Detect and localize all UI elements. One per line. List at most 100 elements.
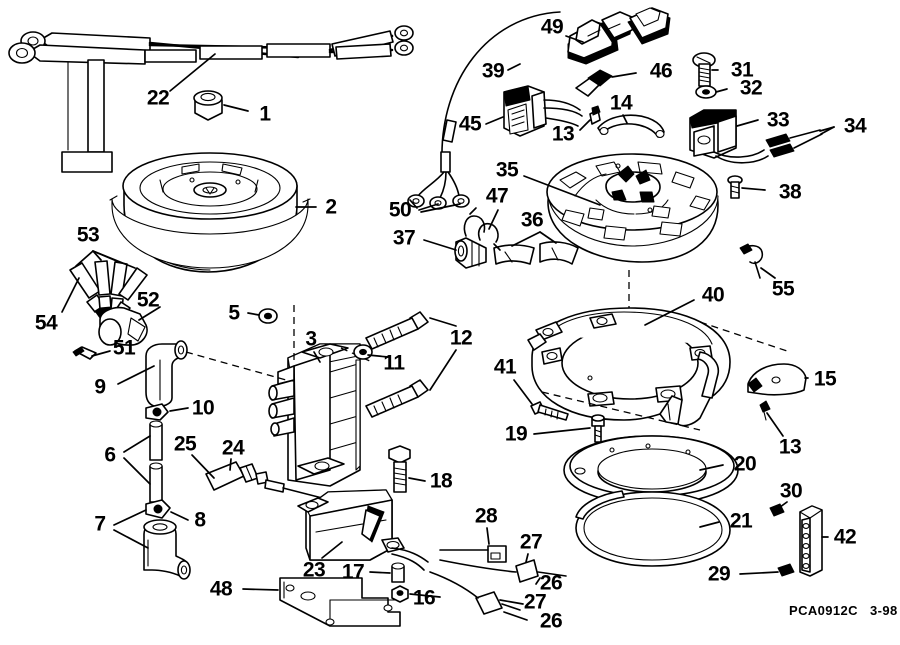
callout-47: 47 (485, 184, 509, 208)
callout-25: 25 (173, 432, 197, 456)
callout-12: 12 (449, 326, 473, 350)
part-screw-long (365, 311, 457, 418)
callout-41: 41 (493, 355, 517, 379)
part-screw-sensor (692, 52, 719, 87)
part-flywheel (109, 152, 317, 273)
callout-32: 32 (739, 76, 763, 100)
callout-42: 42 (833, 525, 857, 549)
callout-36: 36 (520, 208, 544, 232)
part-washer-sensor (695, 85, 728, 99)
callout-17: 17 (341, 560, 365, 584)
callout-26b: 26 (539, 609, 563, 633)
callout-46: 46 (649, 59, 673, 83)
callout-45: 45 (458, 112, 482, 136)
part-ignition-coil (297, 489, 429, 571)
part-terminal-sleeve-2 (429, 571, 528, 621)
callout-37: 37 (392, 226, 416, 250)
part-connector-block (485, 85, 583, 137)
part-screw-terminal-strip (739, 563, 795, 577)
callout-52: 52 (136, 288, 160, 312)
callout-13b: 13 (778, 435, 802, 459)
callout-48: 48 (209, 577, 233, 601)
part-spacer-tube (123, 420, 163, 503)
callout-29: 29 (707, 562, 731, 586)
callout-5: 5 (228, 301, 240, 325)
part-timer-base (527, 299, 791, 431)
part-grommet-upper (145, 403, 189, 421)
callout-31: 31 (730, 58, 754, 82)
part-insulator-strip (493, 231, 579, 265)
part-terminal-sleeve-1 (439, 553, 567, 585)
callout-28: 28 (474, 504, 498, 528)
part-rubber-grommet (423, 237, 487, 269)
part-ground-strap (597, 114, 665, 139)
callout-7: 7 (94, 512, 106, 536)
callout-11: 11 (383, 351, 405, 375)
part-ignition-cable (407, 11, 561, 213)
part-terminal-strip (799, 505, 829, 577)
callout-14: 14 (609, 91, 633, 115)
callout-19: 19 (504, 422, 528, 446)
part-mounting-bracket (242, 577, 401, 627)
callout-20: 20 (733, 452, 757, 476)
callout-50: 50 (388, 198, 412, 222)
part-switch-box (565, 7, 671, 65)
part-spark-plug-boot (205, 458, 269, 491)
part-snap-ring (575, 490, 731, 567)
callout-27: 27 (519, 530, 543, 554)
part-retainer-ring-plate (563, 435, 739, 505)
part-screw-armature (727, 175, 766, 199)
part-screw-hex-head (388, 445, 426, 493)
part-distributor-cap (98, 306, 161, 346)
part-clip-connector (439, 527, 507, 563)
callout-54: 54 (34, 311, 58, 335)
part-cable-tie (739, 243, 776, 279)
part-bullet-terminal (575, 69, 637, 97)
part-lock-washer (353, 344, 389, 360)
part-retaining-clip (463, 207, 501, 251)
callout-40: 40 (701, 283, 725, 307)
part-armature-plate (523, 153, 719, 312)
part-grommet-lower (145, 499, 189, 521)
callout-38: 38 (778, 180, 802, 204)
callout-34: 34 (843, 114, 867, 138)
callout-3: 3 (305, 327, 317, 351)
callout-23: 23 (302, 558, 326, 582)
part-ground-terminal (579, 105, 601, 131)
part-battery-cable-leads (8, 25, 414, 173)
callout-2: 2 (325, 195, 337, 219)
callout-30: 30 (779, 479, 803, 503)
part-ground-terminal-2 (759, 400, 784, 437)
callout-55: 55 (771, 277, 795, 301)
callout-51: 51 (112, 336, 136, 360)
part-elbow-fitting-lower (113, 509, 191, 580)
callout-49: 49 (540, 15, 564, 39)
callout-35: 35 (495, 158, 519, 182)
callout-27b: 27 (523, 590, 547, 614)
callout-8: 8 (194, 508, 206, 532)
part-elbow-fitting-upper (117, 340, 287, 408)
part-cover-shield (747, 363, 809, 396)
callout-18: 18 (429, 469, 453, 493)
part-nut-small (391, 585, 441, 603)
callout-21: 21 (729, 509, 753, 533)
part-flywheel-nut (193, 90, 249, 121)
callout-9: 9 (94, 375, 106, 399)
part-sensor-coil (689, 109, 835, 164)
callout-13: 13 (551, 122, 575, 146)
callout-39: 39 (481, 59, 505, 83)
part-screw-plug-cap (72, 346, 111, 360)
part-washer (247, 308, 278, 324)
callout-33: 33 (766, 108, 790, 132)
part-screw-timer-base (513, 379, 569, 421)
callout-15: 15 (813, 367, 837, 391)
callout-22: 22 (146, 86, 170, 110)
part-power-pack (268, 305, 373, 487)
callout-10: 10 (191, 396, 215, 420)
callout-24: 24 (221, 436, 245, 460)
callout-6: 6 (104, 443, 116, 467)
part-screw-terminal-upper (769, 501, 788, 517)
drawing-code: PCA0912C 3-98 (789, 603, 898, 618)
part-insulator-sleeve (369, 562, 405, 583)
